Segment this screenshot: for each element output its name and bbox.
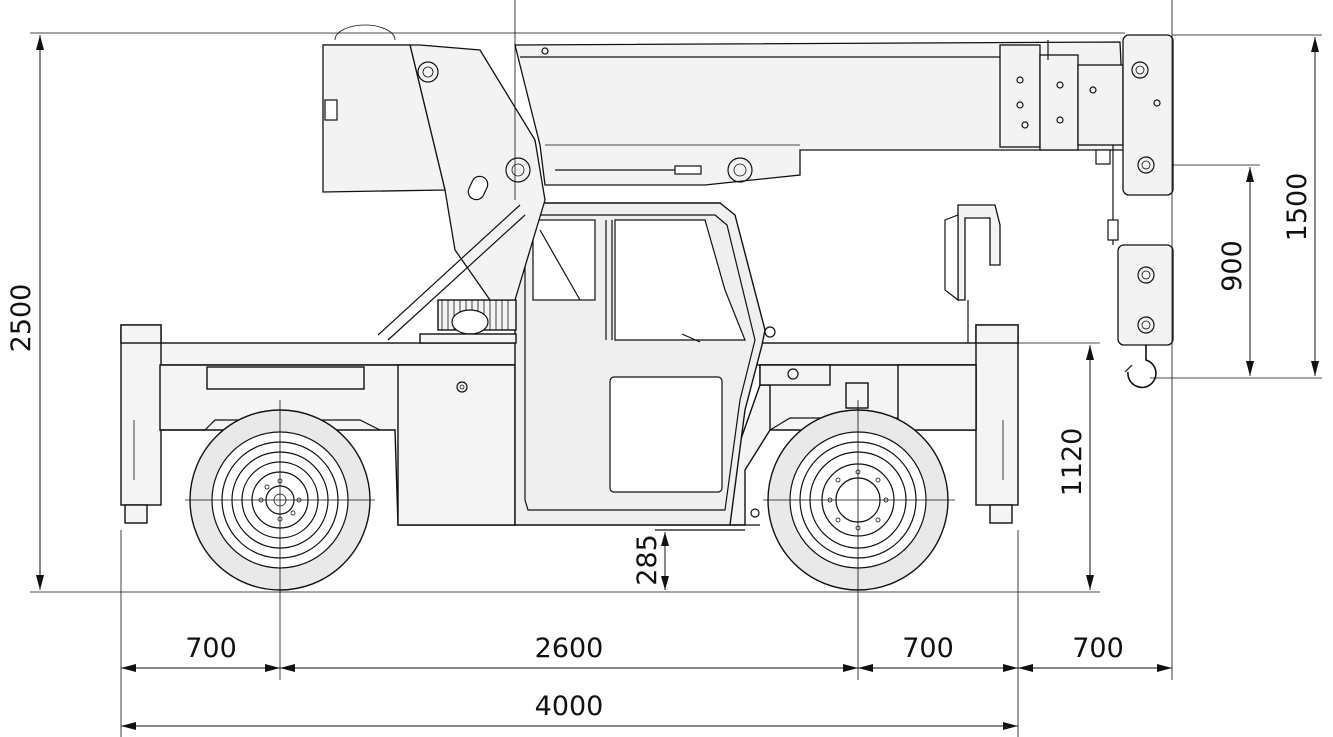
dim-overall-length: 4000 <box>535 691 604 722</box>
dim-front-overhang: 700 <box>185 633 237 664</box>
slewing-gear <box>419 299 517 344</box>
operator-cab <box>514 202 776 526</box>
dim-wheelbase: 2600 <box>535 633 604 664</box>
hook-assembly <box>1095 34 1174 389</box>
boom <box>322 24 1126 341</box>
dim-hook-block: 900 <box>1217 240 1248 292</box>
dim-boom-tip-overhang: 700 <box>1072 633 1124 664</box>
dim-rear-overhang: 700 <box>902 633 954 664</box>
dimension-lines <box>36 35 1319 730</box>
reference-lines <box>30 0 1322 737</box>
dim-ground-clearance: 285 <box>632 534 663 586</box>
dim-overall-height: 2500 <box>6 284 37 353</box>
mirror-bracket <box>944 204 1001 343</box>
chassis <box>120 324 1019 531</box>
dim-deck-height: 1120 <box>1057 428 1088 497</box>
dim-hook-height: 1500 <box>1282 173 1313 242</box>
